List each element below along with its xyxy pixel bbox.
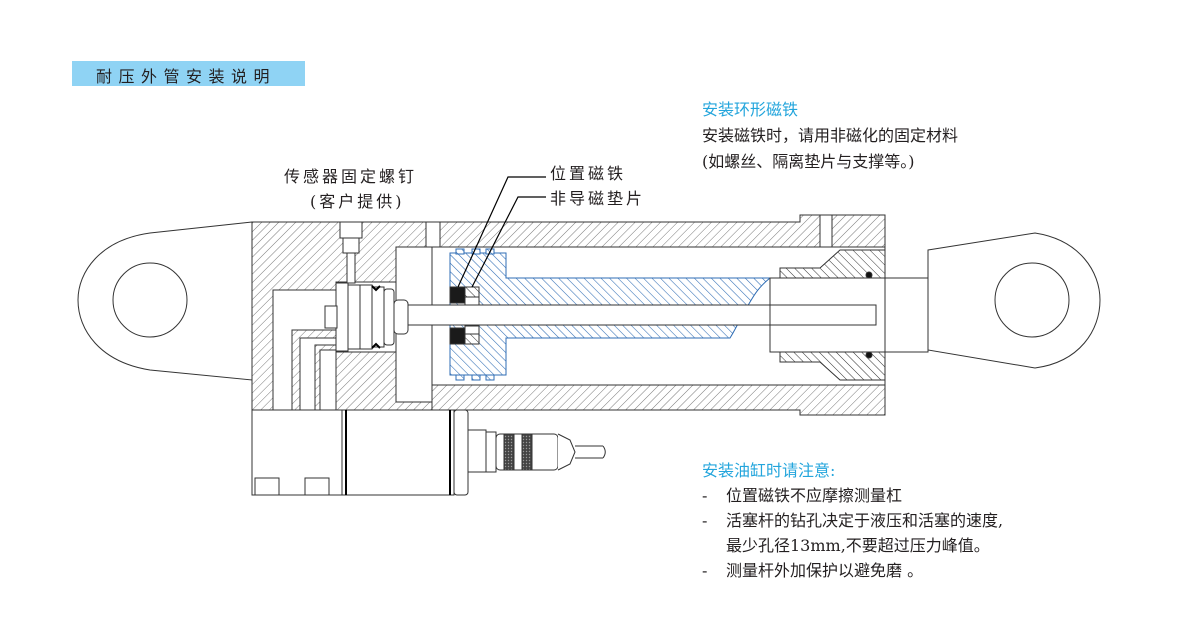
non-magnetic-spacer-lower bbox=[464, 333, 480, 345]
note-item-text: 活塞杆的钻孔决定于液压和活塞的速度, bbox=[726, 511, 1004, 530]
right-eye-hole bbox=[994, 262, 1070, 338]
left-eye-hole bbox=[112, 262, 188, 338]
cable bbox=[575, 445, 606, 459]
rod-seal bbox=[865, 271, 873, 279]
note-item-text: 位置磁铁不应摩擦测量杠 bbox=[726, 486, 903, 505]
sensor-fixing-screw bbox=[339, 221, 363, 239]
position-magnet-lower bbox=[449, 327, 466, 345]
page-title: 耐压外管安装说明 bbox=[96, 67, 277, 86]
measuring-rod bbox=[407, 304, 877, 326]
non-magnetic-spacer bbox=[464, 286, 480, 298]
sensor-flange bbox=[335, 282, 349, 352]
bullet-dash: - bbox=[702, 486, 708, 505]
note-item-text: 测量杆外加保护以避免磨 。 bbox=[726, 561, 924, 580]
label-customer-supplied: (客户提供) bbox=[310, 192, 405, 211]
note-item: - 测量杆外加保护以避免磨 。 bbox=[702, 558, 1003, 583]
note-item: 最少孔径13mm,不要超过压力峰值。 bbox=[702, 533, 1003, 558]
connector bbox=[467, 429, 487, 473]
bullet-dash: - bbox=[702, 561, 708, 580]
label-position-magnet: 位置磁铁 bbox=[550, 164, 627, 183]
leader-position-magnet bbox=[457, 176, 546, 288]
cylinder-note-heading: 安装油缸时请注意: bbox=[702, 461, 836, 480]
position-magnet bbox=[449, 286, 466, 304]
note-item: - 活塞杆的钻孔决定于液压和活塞的速度, bbox=[702, 508, 1003, 533]
title-banner: 耐压外管安装说明 bbox=[72, 61, 305, 86]
leader-spacer bbox=[471, 196, 546, 288]
label-non-magnetic-spacer: 非导磁垫片 bbox=[550, 189, 646, 208]
bullet-dash bbox=[702, 533, 726, 558]
cylinder-tube-bottom bbox=[431, 384, 886, 416]
note-item: - 位置磁铁不应摩擦测量杠 bbox=[702, 483, 1003, 508]
label-sensor-screw: 传感器固定螺钉 bbox=[284, 167, 418, 186]
magnet-install-note: 安装环形磁铁 安装磁铁时，请用非磁化的固定材料 (如螺丝、隔离垫片与支撑等。) bbox=[702, 97, 958, 175]
cylinder-install-note: 安装油缸时请注意: - 位置磁铁不应摩擦测量杠 - 活塞杆的钻孔决定于液压和活塞… bbox=[702, 458, 1003, 583]
magnet-note-line: (如螺丝、隔离垫片与支撑等。) bbox=[702, 152, 915, 171]
magnet-note-heading: 安装环形磁铁 bbox=[702, 100, 799, 119]
note-item-text: 最少孔径13mm,不要超过压力峰值。 bbox=[726, 536, 990, 555]
bullet-dash: - bbox=[702, 511, 708, 530]
rod-seal-lower bbox=[865, 351, 873, 359]
magnet-note-line: 安装磁铁时，请用非磁化的固定材料 bbox=[702, 126, 959, 145]
